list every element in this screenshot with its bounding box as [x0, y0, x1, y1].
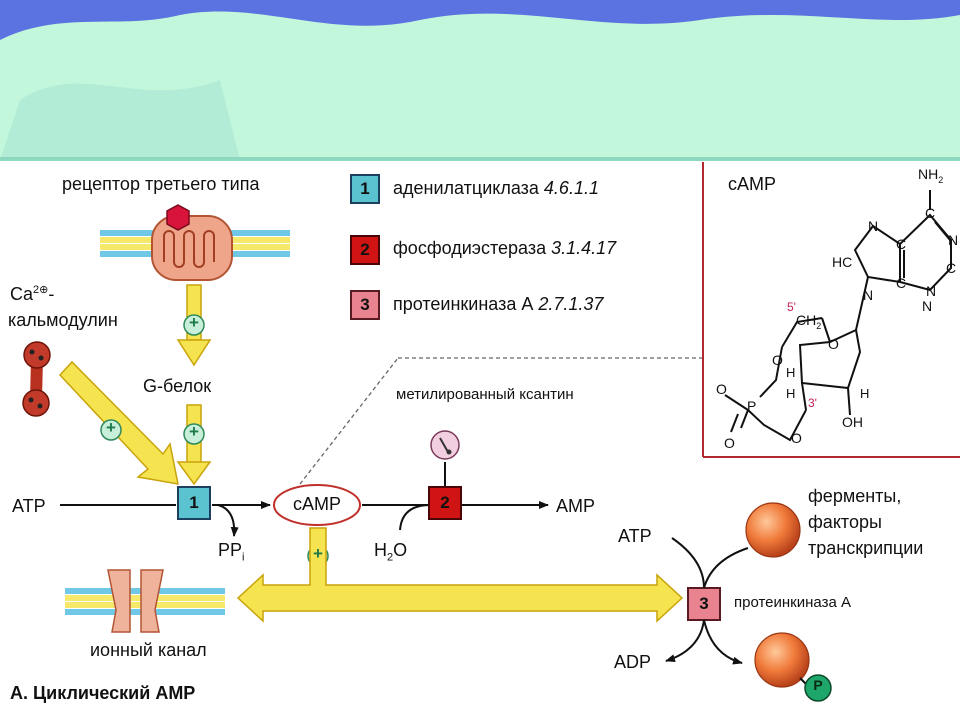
- atom-h3: H: [860, 386, 870, 401]
- plus-3: +: [106, 418, 116, 437]
- ion-channel-label: ионный канал: [90, 640, 207, 660]
- phosphorylated-protein: [754, 632, 810, 688]
- legend-item-3-badge: 3: [350, 290, 380, 320]
- inhibitor-label: метилированный ксантин: [396, 386, 574, 403]
- atom-nh-sub: 2: [938, 174, 944, 185]
- legend-item-1-ec: 4.6.1.1: [543, 178, 599, 198]
- legend-item-3-name: протеинкиназа А: [393, 294, 534, 314]
- ppi-text: PP: [218, 540, 243, 560]
- atom-h2: H: [786, 386, 796, 401]
- structure-title: cAMP: [728, 174, 777, 194]
- plus-2: +: [189, 422, 199, 441]
- atom-o-minus: O: [716, 381, 727, 397]
- camp-label: cAMP: [292, 494, 341, 514]
- atom-o-ring: O: [828, 336, 839, 352]
- atom-n4: N: [926, 283, 937, 299]
- atom-n5: N: [922, 298, 933, 314]
- calmodulin-shape: [22, 341, 51, 417]
- legend-item-1: аденилатциклаза 4.6.1.1: [393, 178, 599, 199]
- atom-h1: H: [786, 365, 796, 380]
- calmodulin-label: кальмодулин: [8, 310, 118, 330]
- atom-oh: OH: [842, 414, 863, 430]
- legend-item-1-name: аденилатциклаза: [393, 178, 539, 198]
- enzyme-box-1: [177, 486, 211, 520]
- target-label-1: ферменты,: [808, 486, 902, 506]
- enzyme-box-2: [428, 486, 462, 520]
- atom-o-bridge1: O: [772, 352, 783, 368]
- atom-ch-sub: 2: [816, 320, 822, 331]
- water-label: H2O: [374, 540, 407, 564]
- legend-item-2: фосфодиэстераза 3.1.4.17: [393, 238, 616, 259]
- atom-p: P: [747, 398, 757, 414]
- atom-o-bridge2: O: [791, 430, 802, 446]
- camp-molecule: [724, 190, 952, 442]
- figure-caption: А. Циклический AMP: [10, 683, 196, 703]
- h2o-sub: 2: [387, 551, 394, 564]
- atom-nh: NH: [918, 166, 939, 182]
- structure-box: [702, 162, 960, 458]
- target-label-3: транскрипции: [808, 538, 924, 558]
- target-protein: [745, 502, 801, 558]
- legend-item-1-badge: 1: [350, 174, 380, 204]
- plus-4: +: [313, 544, 323, 563]
- phosphate-group: [804, 674, 832, 702]
- atom-hc: HC: [832, 254, 853, 270]
- atom-c3: C: [896, 275, 907, 291]
- atom-nh2: NH2: [918, 166, 943, 185]
- legend-item-3: протеинкиназа А 2.7.1.37: [393, 294, 603, 315]
- camp-node: [273, 484, 361, 526]
- atom-n3: N: [863, 287, 874, 303]
- receptor: [100, 204, 290, 281]
- target-label-2: факторы: [808, 512, 882, 532]
- amp-label: AMP: [556, 496, 596, 516]
- calmodulin-ca-label: Ca2⊕-: [10, 283, 54, 305]
- atom-o-double: O: [724, 435, 735, 451]
- legend-item-2-badge: 2: [350, 235, 380, 265]
- atom-ch2: CH2: [796, 312, 821, 331]
- atom-ch: CH: [796, 312, 817, 328]
- pka-reaction: [665, 537, 749, 665]
- header-band: [0, 0, 960, 161]
- h2o-o: O: [393, 540, 408, 560]
- atom-c4: C: [946, 260, 957, 276]
- adp-label: ADP: [614, 652, 652, 672]
- ca-dash: -: [48, 284, 55, 304]
- main-pathway: [60, 501, 549, 537]
- dashed-connector: [299, 357, 399, 485]
- ppi-sub: i: [242, 551, 245, 564]
- atom-3prime: 3': [808, 396, 817, 410]
- atom-c2: C: [896, 236, 907, 252]
- atp-input-label: ATP: [12, 496, 46, 516]
- atom-n1: N: [948, 232, 959, 248]
- inhibitor-symbol: [430, 430, 460, 486]
- legend-item-2-name: фосфодиэстераза: [393, 238, 547, 258]
- enzyme-3-number: 3: [699, 594, 709, 613]
- atom-5prime: 5': [787, 300, 796, 314]
- pka-atp-label: ATP: [618, 526, 652, 546]
- pka-label: протеинкиназа А: [734, 594, 851, 611]
- ppi-label: PPi: [218, 540, 244, 564]
- ca-text: Ca: [10, 284, 34, 304]
- atom-n2: N: [868, 218, 879, 234]
- g-protein-label: G-белок: [143, 376, 212, 396]
- h2o-h: H: [374, 540, 387, 560]
- phosphate-label: P: [813, 677, 823, 693]
- ca-sup: 2⊕: [33, 284, 49, 296]
- enzyme-1-number: 1: [189, 493, 199, 512]
- receptor-label: рецептор третьего типа: [62, 174, 260, 194]
- ion-channel-shape: [65, 569, 225, 633]
- atom-c1: C: [925, 205, 936, 221]
- legend-item-3-ec: 2.7.1.37: [538, 294, 604, 314]
- legend-item-2-ec: 3.1.4.17: [551, 238, 617, 258]
- enzyme-2-number: 2: [440, 493, 450, 512]
- plus-1: +: [189, 313, 199, 332]
- camp-effector-arrow: [236, 527, 684, 623]
